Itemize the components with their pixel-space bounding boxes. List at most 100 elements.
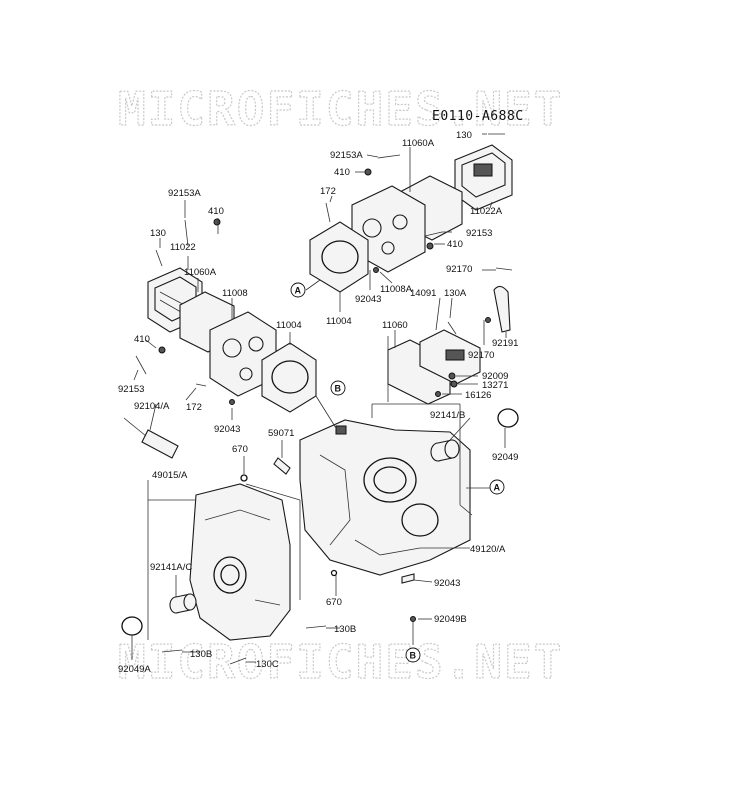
oil-seal-92049A <box>121 616 143 636</box>
label-11022a: 11022A <box>470 206 503 217</box>
bearing-92141AC <box>169 593 197 614</box>
label-670-top: 670 <box>232 444 248 455</box>
watermark-bottom: MICROFICHES.NET <box>118 635 563 689</box>
stud-172-top <box>325 202 331 223</box>
ref-b-upper: B <box>330 380 346 396</box>
label-92191: 92191 <box>492 338 518 349</box>
label-92170-bottom: 92170 <box>468 350 494 361</box>
washer-410-left-2 <box>158 346 166 354</box>
svg-text:A: A <box>295 286 302 296</box>
oring-670-top <box>240 474 248 482</box>
label-92043-mid: 92043 <box>355 294 381 305</box>
label-11060a-top: 11060A <box>402 138 435 149</box>
label-11008: 11008 <box>222 288 248 299</box>
bolt-130B-left <box>161 649 183 653</box>
label-92049b: 92049B <box>434 614 467 625</box>
label-92141b: 92141/B <box>430 410 465 421</box>
seal-92009 <box>448 372 456 380</box>
label-11060: 11060 <box>382 320 408 331</box>
label-92153a-left: 92153A <box>168 188 201 199</box>
label-11022-left: 11022 <box>170 242 196 253</box>
ref-b-lower: B <box>405 647 421 663</box>
bolt-92153A-left <box>184 219 189 247</box>
label-410-left: 410 <box>208 206 224 217</box>
dowel-92043-mid <box>373 267 379 273</box>
bolt-92153A-top <box>377 154 401 159</box>
label-92049a: 92049A <box>118 664 151 675</box>
cylinder-head-right <box>351 185 426 273</box>
bolt-130B-right <box>305 625 327 629</box>
breather-cover-14091 <box>419 329 481 385</box>
crankcase-cover-49015A <box>189 483 291 641</box>
bolt-92153-left <box>135 355 147 375</box>
washer-410-left <box>213 218 221 226</box>
label-172-left: 172 <box>186 402 202 413</box>
washer-410-top <box>364 168 372 176</box>
label-92153-right: 92153 <box>466 228 492 239</box>
label-49120a: 49120/A <box>470 544 506 555</box>
ref-a-lower: A <box>489 479 505 495</box>
head-gasket-right <box>309 221 369 293</box>
label-92104a: 92104/A <box>134 401 170 412</box>
label-11004-left: 11004 <box>276 320 302 331</box>
bolt-130A <box>447 321 457 335</box>
label-130-left: 130 <box>150 228 166 239</box>
watermark-top: MICROFICHES.NET <box>118 82 563 136</box>
label-410-left-2: 410 <box>134 334 150 345</box>
label-16126: 16126 <box>465 390 491 401</box>
oil-seal-92049 <box>497 408 519 428</box>
label-11004-mid: 11004 <box>326 316 352 327</box>
spring-59071 <box>273 457 291 475</box>
ref-a-upper: A <box>290 282 306 298</box>
label-410-top: 410 <box>334 167 350 178</box>
clamp-92170-top <box>495 267 513 271</box>
label-11060a-left: 11060A <box>184 267 217 278</box>
label-92049: 92049 <box>492 452 518 463</box>
dowel-92043-left <box>229 399 235 405</box>
label-130b-right: 130B <box>334 624 356 635</box>
label-14091: 14091 <box>410 288 436 299</box>
breather-hose-92191 <box>493 285 511 333</box>
svg-text:B: B <box>410 651 417 661</box>
plate-13271 <box>450 380 458 388</box>
pin-16126 <box>435 391 441 397</box>
label-49015a: 49015/A <box>152 470 188 481</box>
oring-670-bottom <box>330 569 338 577</box>
part-labels: 130 11060A 92153A 410 172 11022A 92153 4… <box>118 130 518 675</box>
dowel-92043-bottom <box>401 573 415 584</box>
label-172-top: 172 <box>320 186 336 197</box>
label-13271: 13271 <box>482 380 508 391</box>
label-92009: 92009 <box>482 371 508 382</box>
bolt-92153-right <box>424 231 443 237</box>
clamp-92170-bottom <box>485 317 491 323</box>
bolt-130C <box>229 657 247 665</box>
bolt-130-left <box>155 249 163 267</box>
label-130c: 130C <box>256 659 279 670</box>
svg-text:A: A <box>494 483 501 493</box>
label-11008a: 11008A <box>380 284 413 295</box>
washer-92049B <box>410 616 416 622</box>
washer-410-right <box>426 242 434 250</box>
label-92153a-top: 92153A <box>330 150 363 161</box>
label-130a: 130A <box>444 288 467 299</box>
label-130b-left: 130B <box>190 649 212 660</box>
label-410-right: 410 <box>447 239 463 250</box>
crankcase-49120A <box>299 419 471 576</box>
cylinder-head-left <box>209 311 277 397</box>
diagram-code: E0110-A688C <box>432 109 524 124</box>
label-92043-left: 92043 <box>214 424 240 435</box>
bearing-92141B <box>430 439 460 462</box>
label-92141ac: 92141A/C <box>150 562 192 573</box>
label-92153-left: 92153 <box>118 384 144 395</box>
label-92170-top: 92170 <box>446 264 472 275</box>
label-670-bottom: 670 <box>326 597 342 608</box>
label-59071: 59071 <box>268 428 294 439</box>
stud-172-left <box>195 383 207 387</box>
label-92043-bottom: 92043 <box>434 578 460 589</box>
label-130-top: 130 <box>456 130 472 141</box>
head-cover-right <box>454 144 513 211</box>
sealant-tube-92104A <box>123 417 179 459</box>
svg-text:B: B <box>335 384 342 394</box>
leader-lines <box>131 133 507 663</box>
